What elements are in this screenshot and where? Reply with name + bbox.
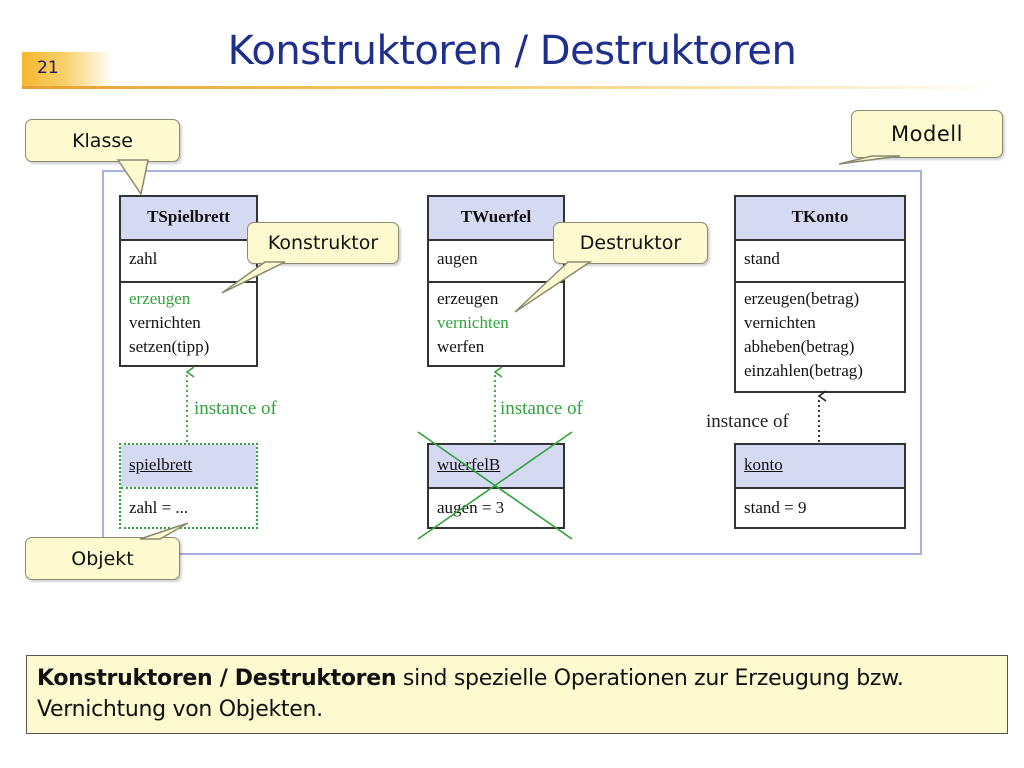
class-attributes: stand [736, 239, 904, 281]
konstruktor-callout: Konstruktor [247, 222, 399, 264]
object-name: wuerfelB [429, 445, 563, 487]
object-name: konto [736, 445, 904, 487]
class-name: TWuerfel [429, 197, 563, 239]
class-name: TSpielbrett [121, 197, 256, 239]
operation-vernichten: vernichten [129, 313, 201, 332]
modell-callout: Modell [851, 110, 1003, 158]
instance-of-label-konto: instance of [706, 411, 789, 432]
operation-abheben: abheben(betrag) [744, 337, 855, 356]
objekt-callout: Objekt [25, 537, 180, 580]
class-attributes: zahl [121, 239, 256, 281]
object-wuerfelB: wuerfelB augen = 3 [427, 443, 565, 529]
page-title: Konstruktoren / Destruktoren [227, 28, 797, 74]
attribute-augen: augen [437, 249, 478, 268]
operation-erzeugen: erzeugen [437, 289, 499, 308]
class-operations: erzeugen(betrag) vernichten abheben(betr… [736, 281, 904, 383]
operation-vernichten: vernichten [437, 313, 509, 332]
object-name: spielbrett [121, 445, 256, 487]
attribute-zahl: zahl [129, 249, 158, 268]
instance-of-label-wuerfelB: instance of [500, 398, 583, 419]
class-twuerfel: TWuerfel augen erzeugen vernichten werfe… [427, 195, 565, 367]
class-operations: erzeugen vernichten setzen(tipp) [121, 281, 256, 359]
operation-erzeugen: erzeugen(betrag) [744, 289, 860, 308]
summary-note-bold: Konstruktoren / Destruktoren [37, 666, 397, 691]
model-frame [102, 170, 922, 555]
operation-setzen: setzen(tipp) [129, 337, 210, 356]
object-value: augen = 3 [429, 487, 563, 529]
destruktor-callout: Destruktor [553, 222, 708, 264]
class-attributes: augen [429, 239, 563, 281]
operation-werfen: werfen [437, 337, 485, 356]
operation-einzahlen: einzahlen(betrag) [744, 361, 863, 380]
slide-number: 21 [22, 52, 114, 86]
klasse-callout: Klasse [25, 119, 180, 162]
title-divider [22, 86, 1012, 89]
class-tspielbrett: TSpielbrett zahl erzeugen vernichten set… [119, 195, 258, 367]
attribute-stand: stand [744, 249, 780, 268]
operation-vernichten: vernichten [744, 313, 816, 332]
summary-note: Konstruktoren / Destruktoren sind spezie… [26, 655, 1008, 734]
object-konto: konto stand = 9 [734, 443, 906, 529]
object-value: stand = 9 [736, 487, 904, 529]
class-name: TKonto [736, 197, 904, 239]
object-spielbrett: spielbrett zahl = ... [119, 443, 258, 529]
summary-note-text: sind spezielle Operationen zur Erzeugung… [37, 666, 904, 722]
instance-of-label-spielbrett: instance of [194, 398, 277, 419]
class-tkonto: TKonto stand erzeugen(betrag) vernichten… [734, 195, 906, 393]
class-operations: erzeugen vernichten werfen [429, 281, 563, 359]
operation-erzeugen: erzeugen [129, 289, 191, 308]
object-value: zahl = ... [121, 487, 256, 529]
